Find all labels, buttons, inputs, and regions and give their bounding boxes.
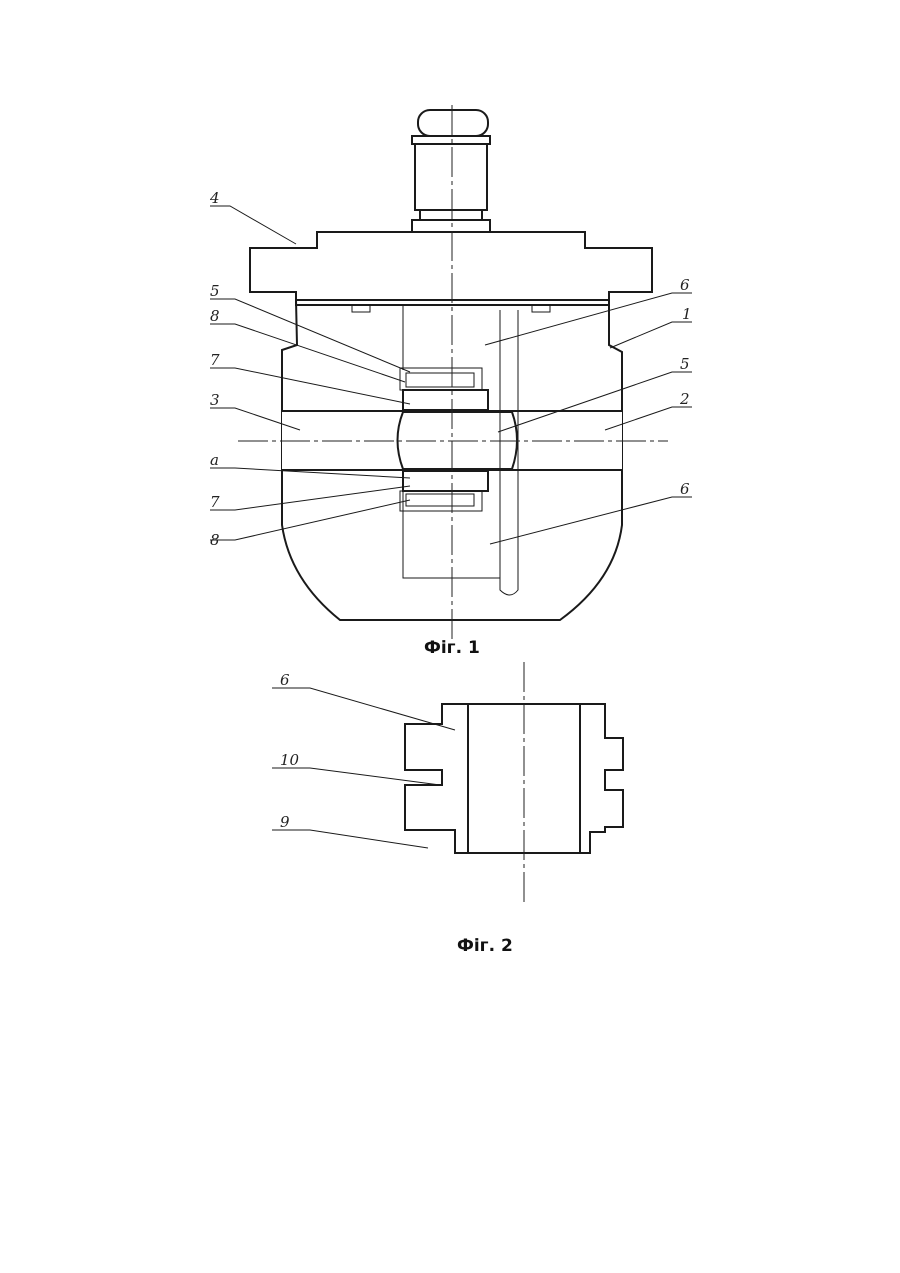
label-10: 10 — [280, 751, 300, 769]
label-a: a — [210, 451, 219, 469]
label-9: 9 — [280, 813, 290, 831]
label-4: 4 — [209, 189, 220, 207]
label-6-upper: 6 — [680, 276, 690, 294]
figure-1-caption: Фіг. 1 — [424, 638, 480, 658]
sleeve-left-wall — [405, 704, 468, 853]
figure-2: 6 10 9 — [272, 662, 623, 905]
label-3: 3 — [210, 391, 220, 409]
figure-2-caption: Фіг. 2 — [457, 936, 513, 956]
label-6-fig2: 6 — [280, 671, 290, 689]
label-5-left: 5 — [210, 282, 220, 300]
leader-lines-2 — [272, 688, 455, 848]
lid-seal-left — [352, 305, 370, 312]
label-7-upper: 7 — [210, 351, 220, 369]
lid-seal-right — [532, 305, 550, 312]
label-2: 2 — [679, 390, 690, 408]
label-8-lower: 8 — [210, 531, 220, 549]
lid-4 — [250, 232, 652, 305]
valve-stem — [412, 110, 490, 232]
label-1: 1 — [682, 305, 692, 323]
figure-1: 4 5 8 7 3 a 7 8 6 1 5 2 6 — [209, 105, 692, 640]
label-8-upper: 8 — [210, 307, 220, 325]
label-6-lower: 6 — [680, 480, 690, 498]
sleeve-right-wall — [580, 704, 623, 853]
label-7-lower: 7 — [210, 493, 220, 511]
label-5-right: 5 — [680, 355, 690, 373]
